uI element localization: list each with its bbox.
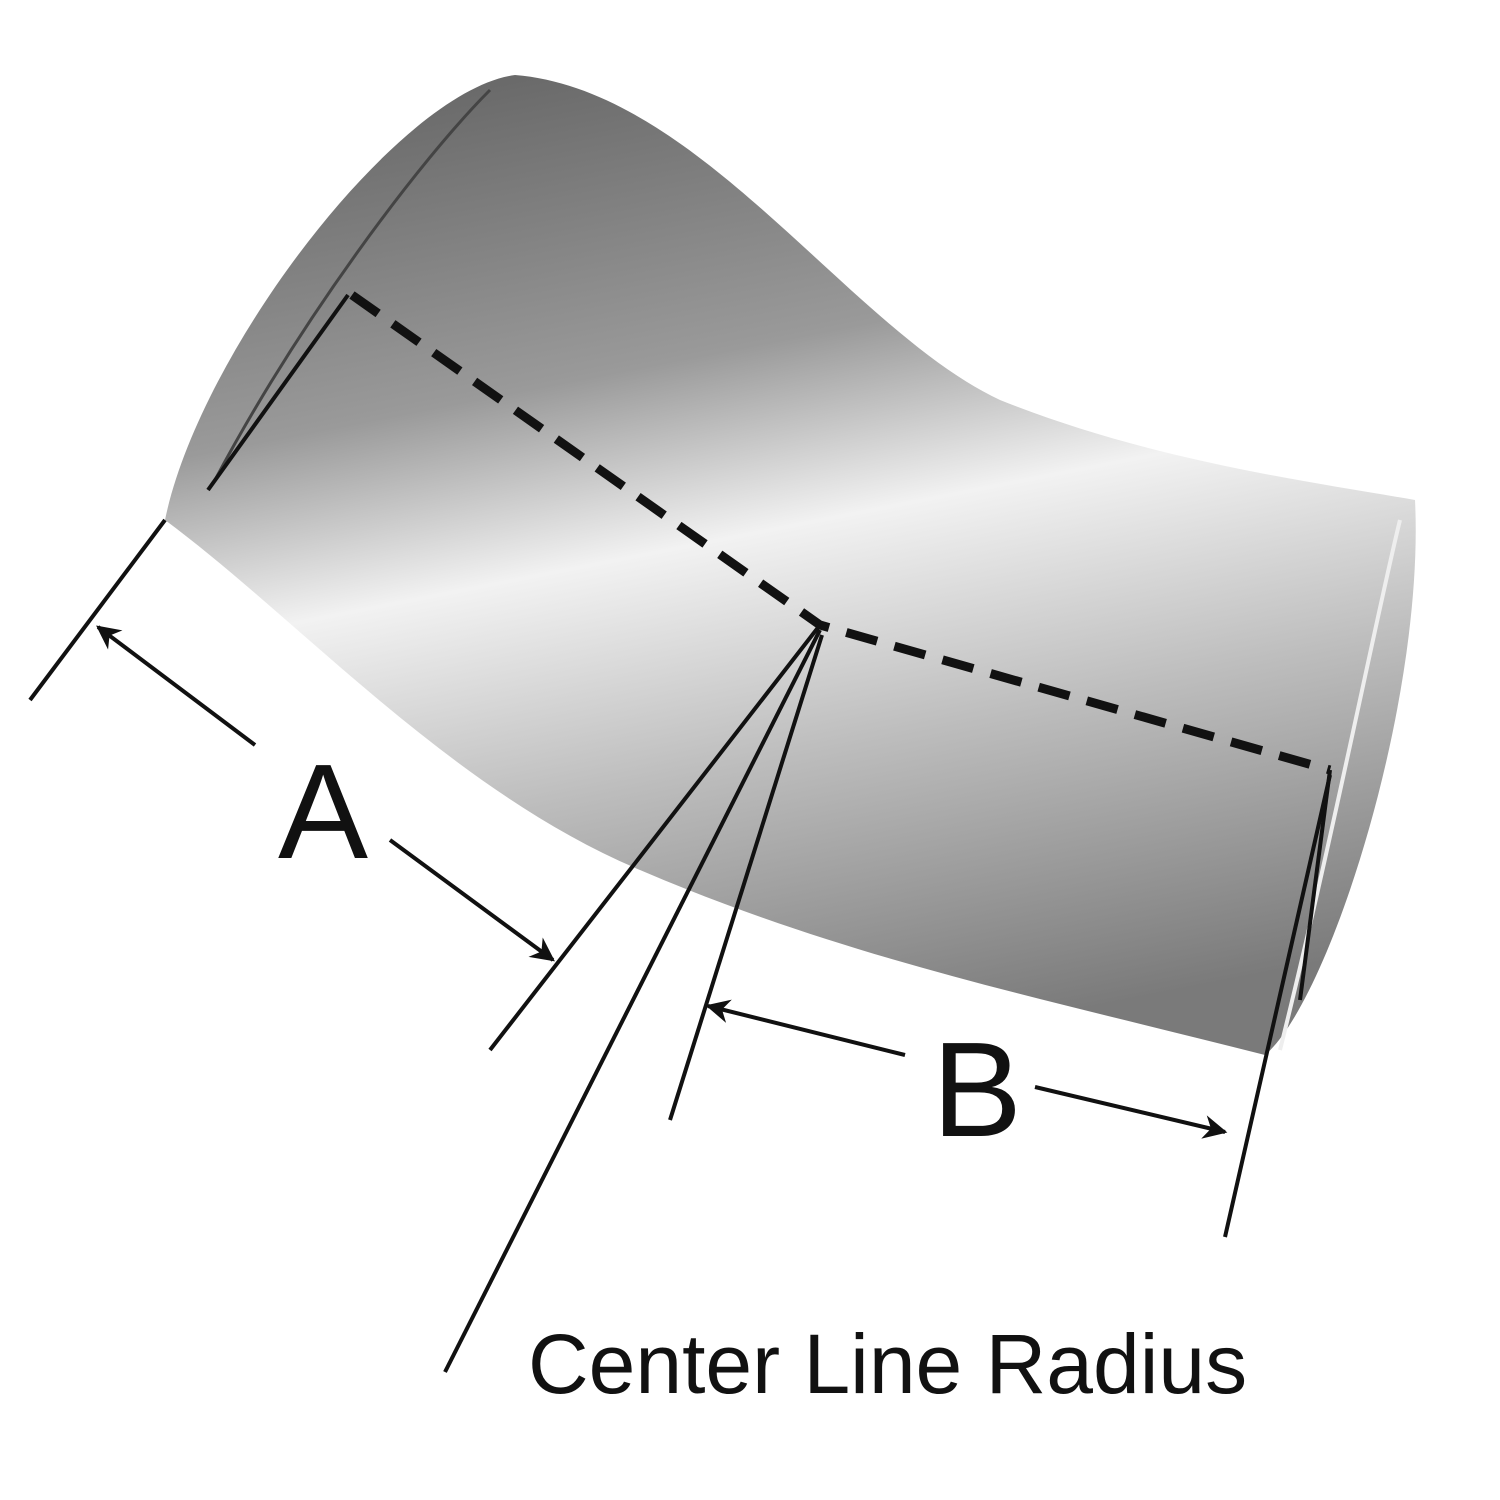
arrow-a-right: [388, 838, 555, 962]
extension-line-left: [28, 518, 167, 702]
tube-left-end-rim: [213, 88, 492, 481]
arrow-b-right: [1034, 1085, 1228, 1139]
tube-right-end-rim: [1278, 519, 1402, 1051]
left-end-tick: [206, 293, 350, 492]
extension-line-b-left: [668, 634, 824, 1121]
label-a: A: [278, 736, 368, 887]
arrow-b-left: [705, 999, 906, 1057]
label-center-line-radius: Center Line Radius: [528, 1317, 1247, 1411]
arrow-a-left: [96, 625, 257, 747]
extension-line-b-right: [1223, 774, 1332, 1238]
extension-line-a: [488, 623, 822, 1052]
right-end-tick: [1298, 769, 1332, 1001]
tube-body: [165, 75, 1416, 1055]
radius-leader-line: [443, 629, 822, 1373]
label-b: B: [932, 1014, 1022, 1165]
